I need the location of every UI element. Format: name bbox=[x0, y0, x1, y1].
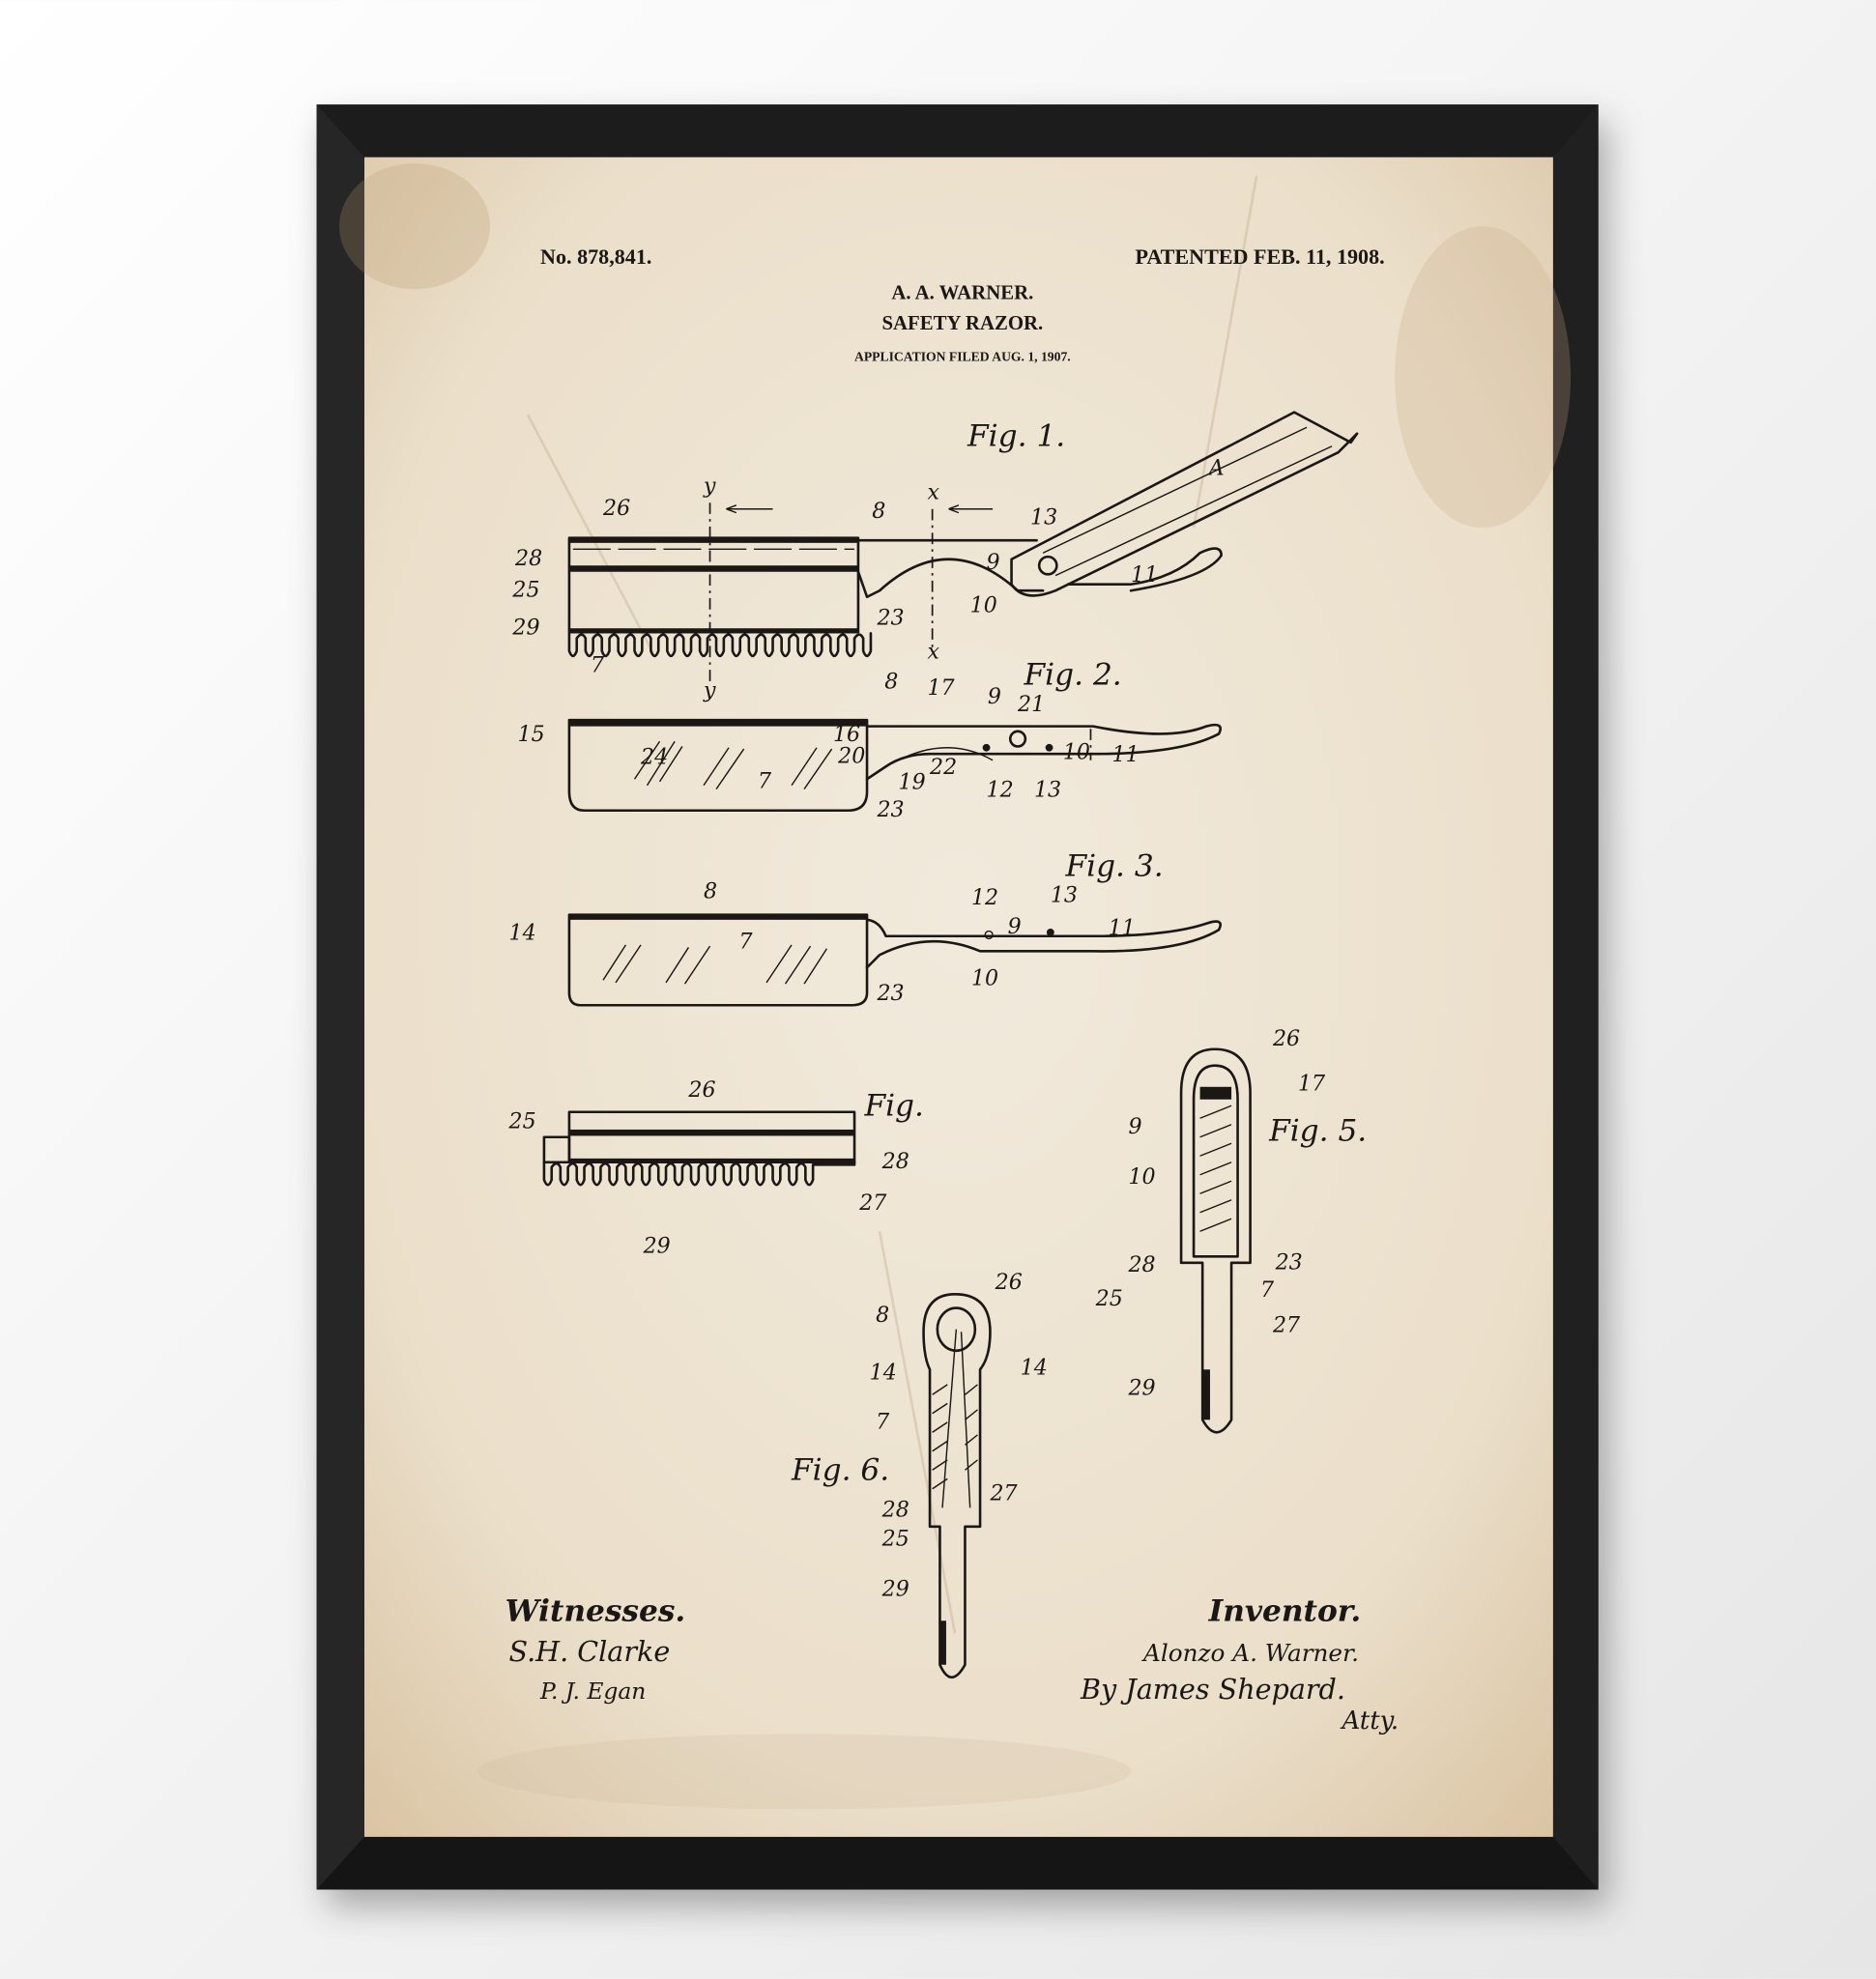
fig-2-drawing bbox=[567, 718, 1222, 813]
fig-2-ref-numeral: 13 bbox=[1034, 777, 1061, 802]
fig-5-ref-numeral: 9 bbox=[1128, 1114, 1141, 1139]
fig-6-ref-numeral: 29 bbox=[881, 1576, 909, 1601]
fig-1-ref-numeral: 25 bbox=[511, 578, 539, 603]
fig-1-ref-numeral: 7 bbox=[591, 653, 605, 678]
witness-2-signature: P. J. Egan bbox=[539, 1678, 646, 1705]
fig-2-ref-numeral: 19 bbox=[899, 770, 926, 795]
fig-6-ref-numeral: 26 bbox=[995, 1270, 1023, 1295]
witness-1-signature: S.H. Clarke bbox=[509, 1635, 671, 1668]
inventor-signature: Alonzo A. Warner. bbox=[1141, 1639, 1359, 1667]
signature-block: Witnesses. S.H. Clarke P. J. Egan Invent… bbox=[505, 1593, 1400, 1735]
fig-5-ref-numeral: 25 bbox=[1095, 1286, 1123, 1311]
fig-6-label: Fig. 6. bbox=[791, 1453, 889, 1488]
fig-1-ref-numeral: 26 bbox=[602, 496, 630, 521]
fig-5-ref-numeral: 23 bbox=[1275, 1249, 1303, 1275]
fig-6-ref-numeral: 14 bbox=[870, 1361, 897, 1386]
fig-3-ref-numeral: 23 bbox=[876, 981, 904, 1006]
fig-2-ref-numeral: 21 bbox=[1017, 692, 1045, 717]
fig-2-ref-numeral: 10 bbox=[1063, 739, 1090, 764]
fig-3-ref-numeral: 11 bbox=[1109, 915, 1136, 940]
fig-6-ref-numeral: 7 bbox=[876, 1409, 890, 1434]
fig-1-ref-numeral: A bbox=[1207, 456, 1225, 481]
fig-1-ref-numeral: 23 bbox=[876, 605, 904, 630]
fig-4-ref-numeral: 26 bbox=[687, 1077, 715, 1103]
patent-number: No. 878,841. bbox=[540, 244, 651, 269]
fig-1-ref-numeral: 9 bbox=[987, 550, 1000, 575]
fig-3-ref-numeral: 12 bbox=[971, 885, 998, 910]
fig-1-ref-numeral: x bbox=[927, 639, 939, 664]
fig-1-ref-numeral: 29 bbox=[511, 616, 539, 641]
fig-3-label: Fig. 3. bbox=[1064, 848, 1163, 883]
fig-5-ref-numeral: 27 bbox=[1272, 1312, 1301, 1337]
fig-5-ref-numeral: 7 bbox=[1260, 1277, 1275, 1303]
fig-1-ref-numeral: 11 bbox=[1131, 562, 1158, 588]
fig-1-ref-numeral: 8 bbox=[872, 499, 885, 524]
fig-2-ref-numeral: 8 bbox=[884, 670, 898, 695]
fig-3-ref-numeral: 13 bbox=[1051, 883, 1078, 908]
fig-4-ref-numeral: 27 bbox=[858, 1190, 887, 1216]
fig-1-ref-numeral: y bbox=[703, 473, 716, 499]
fig-6-ref-numeral: 8 bbox=[876, 1303, 889, 1328]
inventor-name: A. A. WARNER. bbox=[891, 282, 1033, 304]
fig-3-drawing bbox=[567, 913, 1222, 1007]
fig-2-label: Fig. 2. bbox=[1024, 658, 1122, 693]
witnesses-label: Witnesses. bbox=[505, 1593, 686, 1628]
fig-2-ref-numeral: 7 bbox=[758, 768, 772, 793]
fig-5-ref-numeral: 28 bbox=[1127, 1252, 1155, 1277]
fig-1-ref-numeral: 10 bbox=[970, 592, 997, 617]
attorney-suffix: Atty. bbox=[1340, 1707, 1399, 1735]
fig-3-ref-numeral: 8 bbox=[704, 879, 717, 904]
attorney-signature: By James Shepard. bbox=[1080, 1673, 1345, 1706]
fig-1-ref-numeral: y bbox=[703, 678, 716, 703]
fig-4-ref-numeral: 29 bbox=[643, 1233, 671, 1258]
fig-1-label: Fig. 1. bbox=[967, 419, 1065, 454]
figure-labels: Fig. 1. Fig. 2. Fig. 3. Fig. Fig. 5. Fig… bbox=[791, 419, 1367, 1488]
fig-6-ref-numeral: 28 bbox=[881, 1497, 909, 1522]
fig-5-ref-numeral: 10 bbox=[1128, 1164, 1155, 1190]
patented-date: PATENTED FEB. 11, 1908. bbox=[1135, 244, 1384, 269]
invention-title: SAFETY RAZOR. bbox=[881, 312, 1043, 334]
fig-4-drawing bbox=[542, 1110, 856, 1187]
fig-5-ref-numeral: 26 bbox=[1272, 1026, 1300, 1051]
fig-4-ref-numeral: 25 bbox=[508, 1109, 536, 1134]
fig-2-ref-numeral: 24 bbox=[640, 745, 668, 770]
fig-1-drawing bbox=[567, 411, 1359, 685]
fig-3-ref-numeral: 9 bbox=[1008, 914, 1022, 939]
fig-2-ref-numeral: 23 bbox=[876, 797, 904, 822]
fig-1-ref-numeral: x bbox=[927, 479, 939, 504]
fig-6-ref-numeral: 25 bbox=[881, 1526, 909, 1551]
application-filed: APPLICATION FILED AUG. 1, 1907. bbox=[854, 349, 1071, 363]
fig-3-ref-numeral: 14 bbox=[509, 921, 536, 946]
fig-4-ref-numeral: 28 bbox=[881, 1149, 909, 1174]
fig-1-ref-numeral: 28 bbox=[514, 546, 542, 571]
fig-3-ref-numeral: 7 bbox=[738, 930, 753, 955]
inventor-label: Inventor. bbox=[1208, 1593, 1362, 1628]
patent-paper bbox=[364, 157, 1553, 1837]
fig-5-ref-numeral: 29 bbox=[1127, 1375, 1155, 1400]
fig-2-ref-numeral: 17 bbox=[927, 675, 955, 701]
patent-header: No. 878,841. PATENTED FEB. 11, 1908. A. … bbox=[540, 244, 1385, 363]
fig-6-drawing bbox=[922, 1292, 992, 1679]
fig-2-ref-numeral: 15 bbox=[518, 722, 545, 747]
fig-2-ref-numeral: 20 bbox=[837, 743, 865, 768]
fig-5-ref-numeral: 17 bbox=[1298, 1072, 1326, 1097]
fig-5-drawing bbox=[1179, 1047, 1252, 1434]
fig-2-ref-numeral: 16 bbox=[833, 722, 860, 747]
fig-1-ref-numeral: 13 bbox=[1030, 504, 1057, 530]
paper-stains bbox=[339, 163, 1572, 1810]
fig-2-ref-numeral: 22 bbox=[929, 755, 957, 780]
fig-4-label: Fig. bbox=[863, 1089, 924, 1124]
fig-2-ref-numeral: 12 bbox=[987, 777, 1014, 802]
fig-3-ref-numeral: 10 bbox=[971, 965, 998, 990]
fig-6-ref-numeral: 14 bbox=[1021, 1355, 1048, 1380]
fig-6-ref-numeral: 27 bbox=[989, 1480, 1018, 1506]
fig-5-label: Fig. 5. bbox=[1268, 1114, 1367, 1149]
fig-2-ref-numeral: 9 bbox=[988, 684, 1001, 709]
fig-2-ref-numeral: 11 bbox=[1112, 742, 1140, 767]
